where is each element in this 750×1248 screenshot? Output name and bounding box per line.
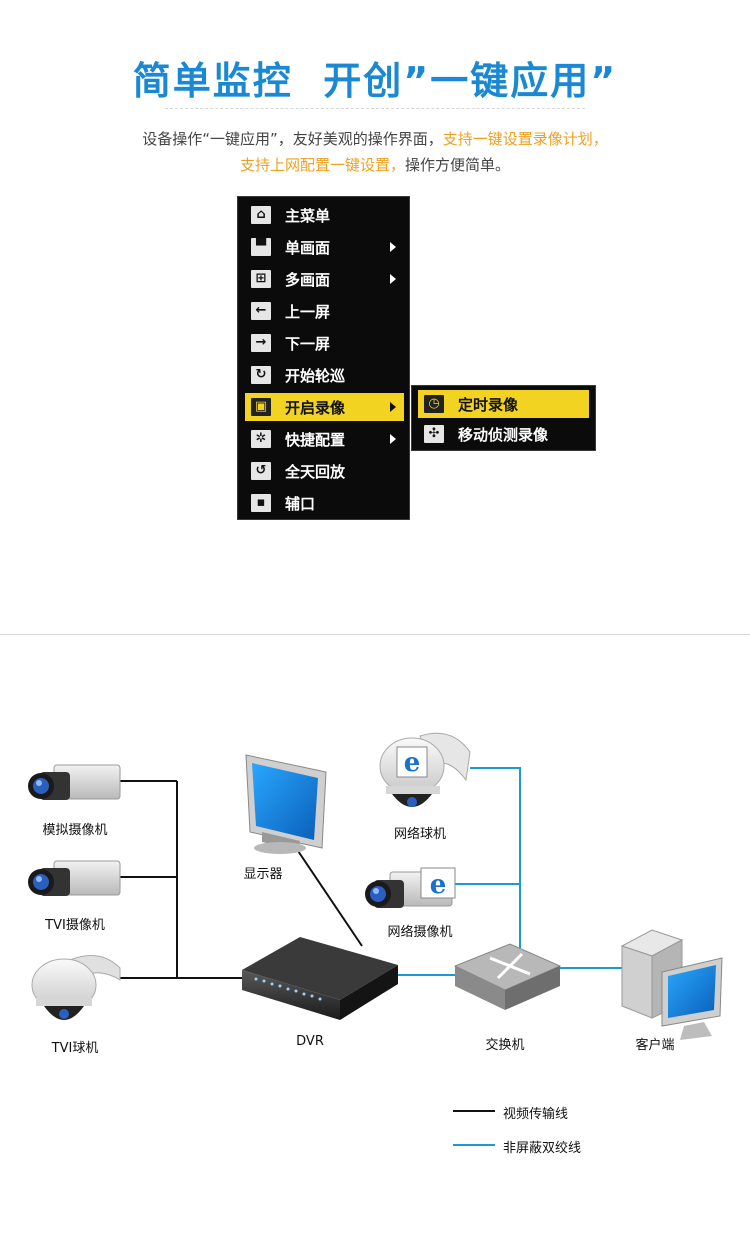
label-network-dome: 网络球机 bbox=[393, 827, 446, 842]
menu-item-label: 主菜单 bbox=[285, 206, 331, 225]
submenu-item-label: 移动侦测录像 bbox=[458, 425, 549, 444]
page-title: 简单监控 开创”一键应用” bbox=[132, 59, 618, 103]
menu-item-label: 开启录像 bbox=[285, 398, 346, 417]
label-analog-camera: 模拟摄像机 bbox=[42, 823, 108, 838]
title-divider bbox=[165, 108, 585, 109]
ie-logo-icon: e bbox=[404, 748, 421, 778]
label-client: 客户端 bbox=[635, 1038, 675, 1053]
switch-icon bbox=[453, 943, 562, 1010]
motion-detect-icon: ✣ bbox=[424, 425, 444, 443]
utp-line-network-dome bbox=[470, 767, 521, 948]
analog-camera-icon bbox=[28, 764, 121, 800]
description-text: 操作方便简单。 bbox=[405, 156, 511, 174]
menu-item-multi-screen[interactable]: ⊞ 多画面 bbox=[245, 265, 404, 293]
cycle-icon: ↻ bbox=[251, 366, 271, 384]
menu-item-main-menu[interactable]: ⌂ 主菜单 bbox=[245, 201, 404, 229]
gear-icon: ✲ bbox=[251, 430, 271, 448]
chevron-right-icon bbox=[390, 434, 396, 444]
record-submenu: ◷ 定时录像 ✣ 移动侦测录像 bbox=[411, 385, 596, 451]
description-line-2: 支持上网配置一键设置，操作方便简单。 bbox=[0, 154, 750, 175]
label-dvr: DVR bbox=[296, 1034, 324, 1049]
tvi-camera-icon bbox=[28, 860, 121, 896]
label-tvi-dome: TVI球机 bbox=[51, 1041, 99, 1056]
chevron-right-icon bbox=[390, 274, 396, 284]
label-tvi-camera: TVI摄像机 bbox=[45, 918, 105, 933]
description-highlight: 支持一键设置录像计划， bbox=[442, 130, 608, 148]
menu-item-previous-screen[interactable]: ← 上一屏 bbox=[245, 297, 404, 325]
scheduled-record-icon: ◷ bbox=[424, 395, 444, 413]
menu-item-label: 下一屏 bbox=[285, 334, 331, 353]
network-dome-icon: e bbox=[379, 732, 471, 807]
menu-item-all-day-playback[interactable]: ↺ 全天回放 bbox=[245, 457, 404, 485]
dvr-icon bbox=[242, 937, 398, 1020]
playback-icon: ↺ bbox=[251, 462, 271, 480]
description-line-1: 设备操作“一键应用”，友好美观的操作界面，支持一键设置录像计划， bbox=[0, 128, 750, 149]
menu-item-next-screen[interactable]: → 下一屏 bbox=[245, 329, 404, 357]
chevron-right-icon bbox=[390, 242, 396, 252]
tvi-dome-icon bbox=[31, 955, 121, 1020]
menu-item-label: 开始轮巡 bbox=[285, 366, 346, 385]
menu-item-single-screen[interactable]: ▀ 单画面 bbox=[245, 233, 404, 261]
network-camera-icon: e bbox=[365, 867, 456, 908]
submenu-item-scheduled-record[interactable]: ◷ 定时录像 bbox=[418, 390, 589, 418]
menu-item-label: 快捷配置 bbox=[285, 430, 346, 449]
client-pc-icon bbox=[620, 929, 723, 1040]
submenu-item-motion-detect-record[interactable]: ✣ 移动侦测录像 bbox=[418, 420, 589, 448]
video-line-monitor bbox=[291, 841, 363, 947]
menu-item-label: 全天回放 bbox=[285, 462, 346, 481]
description-text: 设备操作“一键应用”，友好美观的操作界面， bbox=[142, 130, 443, 148]
menu-item-start-recording[interactable]: ▣ 开启录像 bbox=[245, 393, 404, 421]
section-divider bbox=[0, 634, 750, 635]
menu-item-label: 多画面 bbox=[285, 270, 331, 289]
menu-item-start-patrol[interactable]: ↻ 开始轮巡 bbox=[245, 361, 404, 389]
aux-port-icon: ▪ bbox=[251, 494, 271, 512]
menu-item-label: 辅口 bbox=[285, 494, 316, 513]
arrow-right-icon: → bbox=[251, 334, 271, 352]
chevron-right-icon bbox=[390, 402, 396, 412]
home-icon: ⌂ bbox=[251, 206, 271, 224]
label-monitor: 显示器 bbox=[243, 867, 283, 882]
menu-item-aux-port[interactable]: ▪ 辅口 bbox=[245, 489, 404, 517]
video-transmission-lines bbox=[120, 780, 363, 979]
menu-item-label: 单画面 bbox=[285, 238, 331, 257]
submenu-item-label: 定时录像 bbox=[458, 395, 519, 414]
monitor-icon bbox=[245, 754, 327, 854]
utp-lines bbox=[398, 767, 622, 976]
multi-screen-icon: ⊞ bbox=[251, 270, 271, 288]
legend-video-line-label: 视频传输线 bbox=[503, 1107, 569, 1122]
single-screen-icon: ▀ bbox=[251, 238, 271, 256]
record-icon: ▣ bbox=[251, 398, 271, 416]
label-network-camera: 网络摄像机 bbox=[387, 925, 453, 940]
arrow-left-icon: ← bbox=[251, 302, 271, 320]
label-switch: 交换机 bbox=[485, 1038, 525, 1053]
ie-logo-icon: e bbox=[430, 870, 447, 900]
menu-item-quick-config[interactable]: ✲ 快捷配置 bbox=[245, 425, 404, 453]
menu-item-label: 上一屏 bbox=[285, 302, 331, 321]
main-menu: ⌂ 主菜单 ▀ 单画面 ⊞ 多画面 ← 上一屏 → 下一屏 ↻ 开始轮巡 ▣ 开启录像 ✲ 快捷… bbox=[237, 196, 410, 520]
description-highlight: 支持上网配置一键设置， bbox=[239, 156, 405, 174]
legend-utp-line-label: 非屏蔽双绞线 bbox=[503, 1141, 582, 1156]
